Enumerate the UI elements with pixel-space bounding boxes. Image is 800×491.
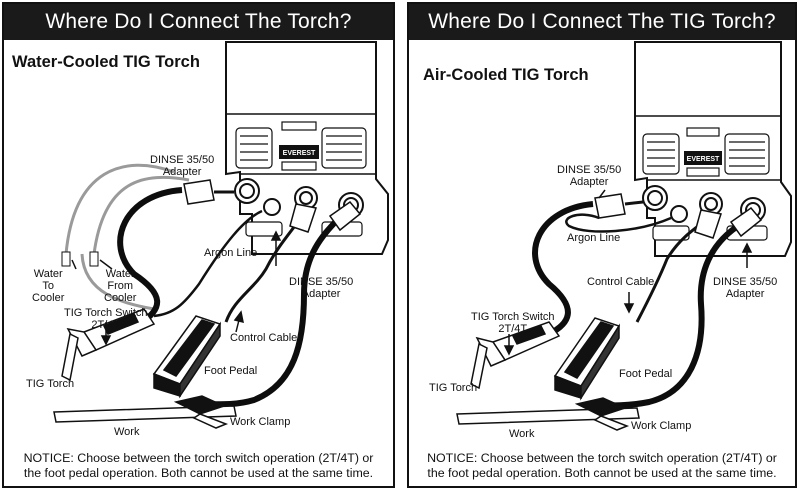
- torch-cable: [532, 201, 594, 337]
- notice-text: NOTICE: Choose between the torch switch …: [427, 451, 777, 480]
- control-plug: [289, 203, 317, 233]
- panel-subtitle: Water-Cooled TIG Torch: [12, 53, 200, 71]
- panel-subtitle: Air-Cooled TIG Torch: [423, 66, 589, 84]
- work-cable: [203, 215, 342, 408]
- air-cooled-diagram: EVEREST: [456, 41, 792, 431]
- label-dinse-adapter-top: DINSE 35/50 Adapter: [557, 164, 622, 188]
- water-cooled-diagram: EVEREST: [53, 41, 389, 429]
- work-cable: [598, 221, 743, 409]
- dinse-adapter-bottom: [729, 206, 763, 238]
- dinse-adapter-top: [183, 179, 234, 205]
- control-cable: [224, 213, 306, 323]
- foot-pedal: [152, 315, 222, 399]
- panel-title: Where Do I Connect The TIG Torch?: [409, 4, 795, 40]
- pointer-arrows: [71, 230, 282, 346]
- label-dinse-adapter-bottom: DINSE 35/50 Adapter: [713, 276, 778, 300]
- welder-machine: [225, 41, 389, 255]
- label-water-to-cooler: Water To Cooler: [32, 268, 65, 304]
- label-tig-torch-switch: TIG Torch Switch 2T/4T: [471, 311, 555, 335]
- label-foot-pedal: Foot Pedal: [204, 365, 258, 377]
- notice-text: NOTICE: Choose between the torch switch …: [23, 451, 374, 480]
- label-control-cable: Control Cable: [230, 332, 298, 344]
- label-work-clamp: Work Clamp: [631, 420, 692, 432]
- label-water-from-cooler: Water From Cooler: [104, 268, 137, 304]
- dinse-adapter-top: [594, 193, 644, 219]
- brand-plate: EVEREST: [687, 156, 720, 163]
- tig-torch: [61, 308, 156, 382]
- label-tig-torch: TIG Torch: [429, 382, 478, 394]
- label-tig-torch: TIG Torch: [26, 378, 75, 390]
- work-clamp: [574, 397, 630, 431]
- label-argon-line: Argon Line: [204, 247, 258, 259]
- water-hoses: [64, 163, 190, 311]
- dinse-adapter-bottom: [328, 200, 362, 232]
- panel-title: Where Do I Connect The Torch?: [4, 4, 393, 40]
- welder-machine: [634, 41, 792, 257]
- water-cooled-panel: Where Do I Connect The Torch? Water-Cool…: [2, 2, 395, 488]
- label-control-cable: Control Cable: [587, 276, 655, 288]
- label-argon-line: Argon Line: [567, 232, 621, 244]
- label-work: Work: [509, 428, 535, 440]
- control-cable: [635, 216, 710, 323]
- label-work: Work: [114, 426, 140, 438]
- label-work-clamp: Work Clamp: [230, 416, 291, 428]
- control-plug: [694, 209, 722, 239]
- brand-plate: EVEREST: [283, 150, 316, 157]
- foot-pedal: [553, 317, 621, 401]
- pointer-arrows: [503, 189, 753, 356]
- label-tig-torch-switch: TIG Torch Switch 2T/4T: [64, 307, 148, 331]
- air-cooled-panel: Where Do I Connect The TIG Torch? Air-Co…: [407, 2, 797, 488]
- label-dinse-adapter-top: DINSE 35/50 Adapter: [150, 154, 215, 178]
- label-foot-pedal: Foot Pedal: [619, 368, 673, 380]
- argon-line: [565, 213, 672, 233]
- work-clamp: [173, 395, 229, 429]
- torch-cable: [117, 187, 183, 327]
- label-dinse-adapter-bottom: DINSE 35/50 Adapter: [289, 276, 354, 300]
- argon-line: [153, 209, 263, 318]
